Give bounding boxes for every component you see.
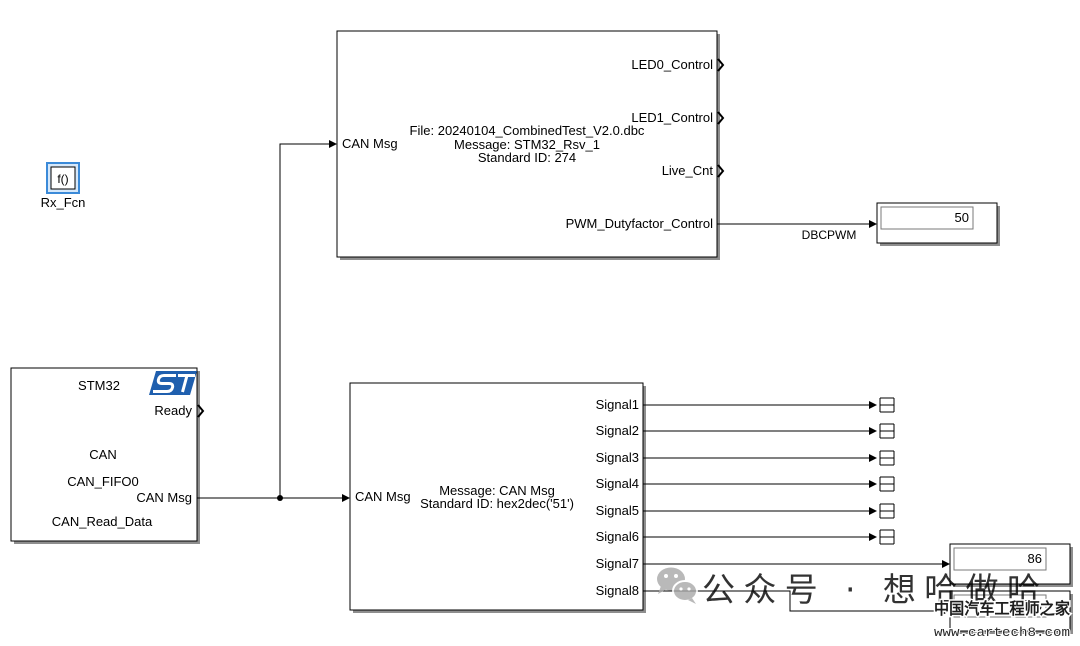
output-port-label-signal7: Signal7 [596, 556, 639, 571]
display-value-field [953, 547, 1047, 571]
terminator-block-3[interactable] [879, 450, 895, 466]
arrowhead [869, 427, 877, 435]
output-port-label-signal2: Signal2 [596, 423, 639, 438]
message-name-text: Message: CAN Msg [439, 483, 555, 498]
output-port-label-led1: LED1_Control [631, 110, 713, 125]
output-port-label-signal6: Signal6 [596, 529, 639, 544]
st-logo-t [178, 374, 195, 393]
stm32-brand-text: STM32 [78, 378, 120, 393]
display-value: 86 [1028, 551, 1042, 566]
standard-id-text: Standard ID: hex2dec('51') [420, 496, 574, 511]
input-port-label: CAN Msg [342, 136, 398, 151]
terminator-block-4[interactable] [879, 476, 895, 492]
output-port-label-signal8: Signal8 [596, 583, 639, 598]
display-value: 86 [1028, 598, 1042, 613]
terminator-block-1[interactable] [879, 397, 895, 413]
arrowhead [329, 140, 337, 148]
can-msg-output-label: CAN Msg [136, 490, 192, 505]
can-unpack-block-1[interactable]: CAN Msg File: 20240104_CombinedTest_V2.0… [336, 30, 725, 260]
signal-line-can-msg-branch[interactable] [279, 143, 330, 498]
branch-junction[interactable] [277, 495, 283, 501]
can-read-block-name[interactable]: CAN_Read_Data [52, 514, 153, 529]
output-port-label-signal4: Signal4 [596, 476, 639, 491]
output-port-label-pwm: PWM_Dutyfactor_Control [566, 216, 713, 231]
block-body[interactable] [10, 367, 198, 542]
can-unpack-block-2[interactable]: CAN Msg Message: CAN Msg Standard ID: he… [349, 382, 646, 613]
arrowhead [869, 533, 877, 541]
wechat-icon [657, 567, 698, 604]
signal-label-dbcpwm[interactable]: DBCPWM [802, 228, 857, 242]
output-port-label-signal3: Signal3 [596, 450, 639, 465]
ready-port-label: Ready [154, 403, 192, 418]
can-module-text: CAN [89, 447, 116, 462]
terminator-block-2[interactable] [879, 423, 895, 439]
pwm-display-block[interactable]: 50 [876, 202, 1000, 246]
arrowhead [942, 607, 950, 615]
rx-fcn-label[interactable]: Rx_Fcn [41, 195, 86, 210]
rx-fcn-icon-text: f() [57, 172, 68, 186]
wechat-account-watermark: 公众号 · 想哈做哈 [702, 570, 1040, 609]
output-port-led0[interactable] [717, 58, 725, 72]
signal7-display-block[interactable]: 86 [949, 543, 1073, 587]
output-port-label-led0: LED0_Control [631, 57, 713, 72]
block-body[interactable] [336, 30, 718, 258]
output-port-led1[interactable] [717, 111, 725, 125]
site-name-watermark: 中国汽车工程师之家 [934, 599, 1071, 618]
terminator-block-6[interactable] [879, 529, 895, 545]
dbc-file-text: File: 20240104_CombinedTest_V2.0.dbc [410, 123, 645, 138]
arrowhead [869, 220, 877, 228]
display-value-field [880, 206, 974, 230]
arrowhead [869, 401, 877, 409]
can-read-block[interactable]: STM32 Ready CAN CAN_FIFO0 CAN Msg [10, 367, 205, 544]
signal8-display-block[interactable]: 86 [949, 590, 1073, 634]
wechat-watermark: 公众号 · 想哈做哈 [657, 567, 1040, 609]
rx-fcn-body[interactable] [50, 166, 76, 190]
rx-fcn-block[interactable]: f() [46, 162, 80, 194]
site-url-watermark: www.cartech8.com [934, 625, 1070, 640]
arrowhead [869, 454, 877, 462]
terminator-block-5[interactable] [879, 503, 895, 519]
arrowhead [869, 507, 877, 515]
block-body[interactable] [349, 382, 644, 611]
arrowhead [942, 560, 950, 568]
output-port-label-live-cnt: Live_Cnt [662, 163, 714, 178]
display-value: 50 [955, 210, 969, 225]
st-logo-s [153, 374, 176, 393]
arrowhead [869, 480, 877, 488]
output-port-ready[interactable] [197, 404, 205, 418]
output-port-label-signal1: Signal1 [596, 397, 639, 412]
input-port-label: CAN Msg [355, 489, 411, 504]
site-watermark: 中国汽车工程师之家 www.cartech8.com [933, 598, 1073, 642]
message-name-text: Message: STM32_Rsv_1 [454, 137, 600, 152]
arrowhead [342, 494, 350, 502]
output-port-label-signal5: Signal5 [596, 503, 639, 518]
standard-id-text: Standard ID: 274 [478, 150, 576, 165]
output-port-live-cnt[interactable] [717, 164, 725, 178]
signal-line-signal8[interactable] [643, 590, 943, 612]
st-logo [149, 371, 197, 395]
display-value-field [953, 594, 1047, 618]
can-fifo-text: CAN_FIFO0 [67, 474, 139, 489]
